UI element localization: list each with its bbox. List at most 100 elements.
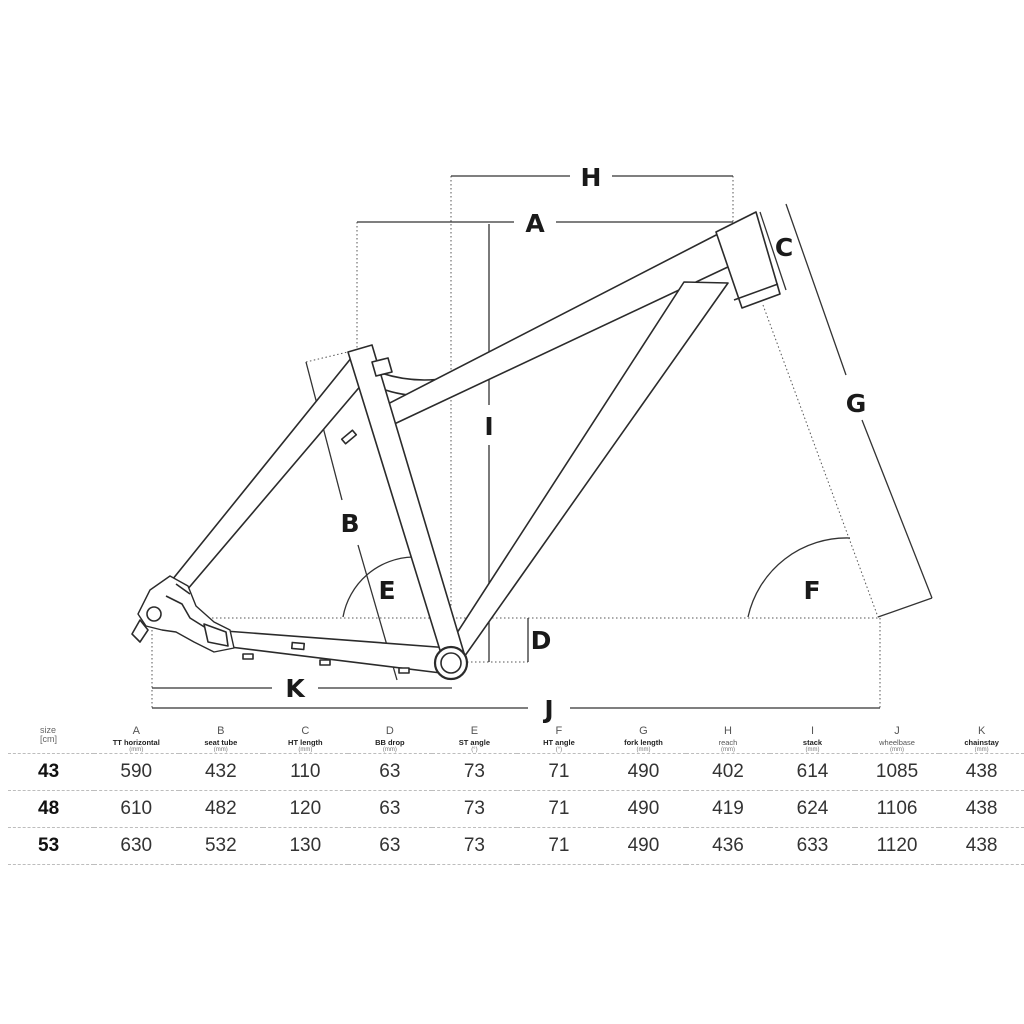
- head-tube-band: [733, 283, 779, 301]
- column-letter: G: [639, 725, 648, 737]
- down-tube: [443, 281, 729, 661]
- value-cell-f: 71: [548, 760, 570, 782]
- value-cell-j: 1085: [875, 760, 919, 782]
- value-cell-c: 130: [289, 834, 322, 856]
- cable-guide-4: [319, 659, 331, 666]
- dim-line-g-top: [785, 203, 847, 376]
- column-letter: F: [555, 725, 563, 737]
- seatstay: [167, 356, 375, 598]
- value-cell-e: 73: [463, 797, 485, 819]
- cable-guide-2: [290, 641, 306, 651]
- frame-geometry-diagram: H A C G I B E F D K J: [131, 163, 933, 724]
- column-name: ST angle: [458, 738, 491, 747]
- value-cell-k: 438: [965, 760, 998, 782]
- value-cell-b: 432: [204, 760, 237, 782]
- disc-mount: [203, 623, 229, 647]
- value-cell-d: 63: [379, 797, 401, 819]
- dim-line-g-bottom: [861, 419, 933, 599]
- dim-line-b-top: [305, 361, 343, 501]
- column-name: HT angle: [543, 738, 575, 747]
- letter-d: D: [531, 626, 552, 655]
- column-letter: C: [301, 725, 310, 737]
- column-letter: K: [977, 725, 986, 737]
- letter-h: H: [581, 163, 602, 192]
- column-unit: (mm): [720, 746, 735, 753]
- size-cell: 48: [38, 797, 60, 819]
- value-cell-c: 110: [290, 760, 321, 782]
- size-column-header: size [cm]: [8, 726, 94, 753]
- value-cell-h: 436: [712, 834, 744, 856]
- column-unit: (°): [471, 746, 478, 753]
- size-header-label: size: [40, 725, 57, 735]
- letter-k: K: [285, 674, 306, 703]
- value-cell-d: 63: [379, 760, 401, 782]
- letter-b: B: [340, 509, 359, 538]
- value-cell-e: 73: [463, 834, 485, 856]
- angle-arc-e: [342, 556, 414, 618]
- dropout-detail-2: [175, 583, 191, 595]
- column-unit: (mm): [805, 746, 820, 753]
- size-header-unit: [cm]: [40, 734, 57, 744]
- value-cell-j: 1106: [876, 797, 918, 819]
- value-cell-f: 71: [548, 797, 570, 819]
- value-cell-b: 532: [204, 834, 237, 856]
- column-letter: I: [810, 725, 815, 737]
- column-name: wheelbase: [879, 738, 915, 747]
- letter-c: C: [775, 233, 793, 262]
- column-name: BB drop: [375, 738, 405, 747]
- value-cell-f: 71: [548, 834, 570, 856]
- column-unit: (mm): [636, 746, 651, 753]
- dim-line-g-cap: [877, 597, 933, 618]
- value-cell-i: 624: [796, 797, 829, 819]
- column-letter: E: [470, 725, 479, 737]
- value-cell-a: 630: [120, 834, 153, 856]
- value-cell-g: 490: [627, 760, 660, 782]
- dim-line-c: [759, 211, 787, 291]
- column-unit: (mm): [298, 746, 313, 753]
- column-letter: J: [894, 725, 900, 737]
- rear-axle: [146, 606, 162, 622]
- letter-i: I: [484, 412, 493, 441]
- column-unit: (mm): [382, 746, 397, 753]
- column-unit: (°): [555, 746, 563, 753]
- dimension-guides: [151, 176, 881, 710]
- column-name: stack: [802, 738, 823, 747]
- value-cell-a: 590: [120, 760, 153, 782]
- cable-guide-5: [398, 667, 410, 674]
- value-cell-g: 490: [627, 797, 660, 819]
- column-name: fork length: [624, 738, 663, 747]
- value-cell-k: 438: [965, 834, 998, 856]
- derailleur-hanger: [131, 619, 149, 643]
- dimension-letters: H A C G I B E F D K J: [285, 163, 866, 724]
- value-cell-j: 1120: [876, 834, 918, 856]
- column-unit: (mm): [213, 746, 228, 753]
- column-letter: A: [132, 725, 140, 737]
- size-cell: 53: [38, 834, 60, 856]
- letter-g: G: [846, 389, 867, 418]
- letter-e: E: [378, 576, 395, 605]
- column-name: TT horizontal: [112, 738, 160, 747]
- column-unit: (mm): [890, 746, 905, 753]
- column-name: reach: [718, 738, 738, 747]
- head-tube: [715, 211, 781, 309]
- size-cell: 43: [38, 760, 60, 782]
- value-cell-b: 482: [204, 797, 237, 819]
- column-name: HT length: [288, 738, 323, 747]
- letter-a: A: [525, 209, 545, 238]
- column-name: chainstay: [964, 738, 999, 747]
